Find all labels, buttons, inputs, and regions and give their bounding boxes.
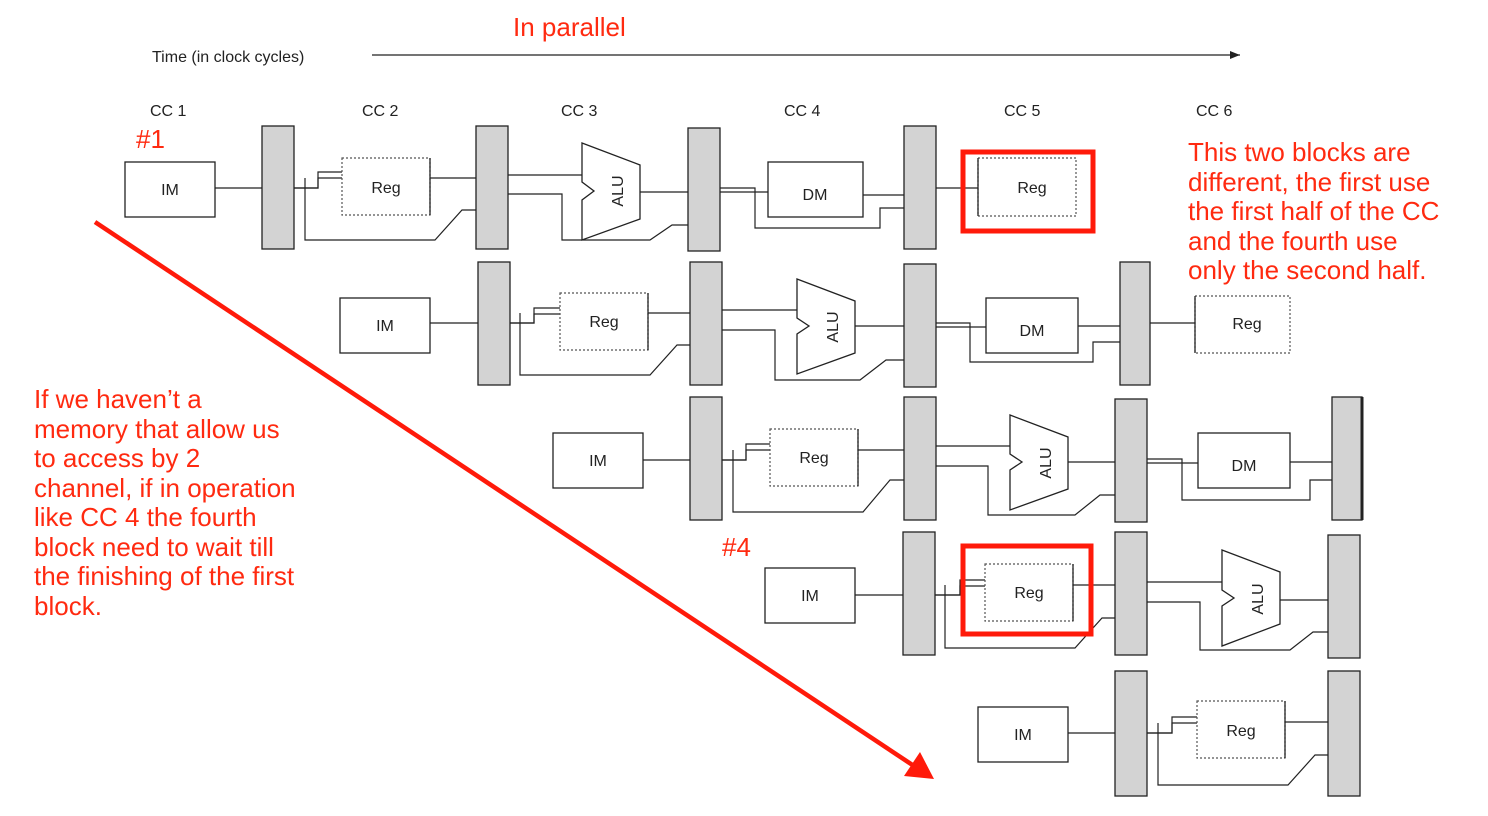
pipeline-register: [1114, 531, 1148, 656]
im-block: [552, 432, 644, 489]
cc-2-label: CC 2: [362, 103, 399, 120]
cc-3-label: CC 3: [561, 103, 598, 120]
highlight-box-fourth-reg: [960, 543, 1094, 637]
pipeline-register: [902, 531, 936, 656]
im-label: IM: [801, 588, 819, 605]
pipeline-register: [475, 125, 509, 250]
alu-block: [1221, 549, 1281, 647]
time-axis-label: Time (in clock cycles): [152, 49, 304, 66]
im-block: [124, 161, 216, 218]
alu-label: ALU: [825, 311, 842, 342]
note-left: If we haven’t a memory that allow us to …: [34, 384, 296, 621]
reg-block: [984, 563, 1074, 622]
reg-label: Reg: [1017, 180, 1046, 197]
pipeline-register: [1327, 534, 1361, 659]
im-label: IM: [589, 453, 607, 470]
im-label: IM: [376, 318, 394, 335]
im-label: IM: [161, 182, 179, 199]
marker-fourth: #4: [722, 532, 751, 562]
reg-label: Reg: [1226, 723, 1255, 740]
dm-label: DM: [1020, 323, 1045, 340]
pipeline-register: [687, 127, 721, 252]
pipeline-register: [689, 261, 723, 386]
pipeline-register: [903, 125, 937, 250]
pipeline-register: [903, 396, 937, 521]
pipeline-register: [1331, 396, 1363, 521]
pipeline-register: [477, 261, 511, 386]
instruction-row-4: IM Reg ALU: [764, 531, 1361, 659]
dm-label: DM: [803, 187, 828, 204]
cc-4-label: CC 4: [784, 103, 821, 120]
reg-block: [977, 157, 1077, 217]
alu-block: [1009, 414, 1069, 511]
diagonal-red-arrow: [93, 220, 934, 779]
reg-label: Reg: [1232, 316, 1261, 333]
cc-1-label: CC 1: [150, 103, 187, 120]
alu-block: [796, 278, 856, 375]
dm-block: [767, 161, 864, 218]
im-label: IM: [1014, 727, 1032, 744]
pipeline-register: [903, 263, 937, 388]
reg-block: [1196, 700, 1286, 759]
diagram-title: In parallel: [513, 12, 626, 42]
dm-block: [985, 297, 1079, 354]
alu-label: ALU: [610, 175, 627, 206]
alu-label: ALU: [1250, 583, 1267, 614]
instruction-row-2: IM Reg ALU DM Reg: [339, 261, 1291, 388]
cc-6-label: CC 6: [1196, 103, 1233, 120]
pipeline-register: [1327, 670, 1361, 797]
highlight-box-first-reg: [960, 149, 1096, 234]
marker-first: #1: [136, 124, 165, 154]
reg-label: Reg: [1014, 585, 1043, 602]
note-right: This two blocks are different, the first…: [1188, 137, 1440, 285]
cc-5-label: CC 5: [1004, 103, 1041, 120]
reg-label: Reg: [589, 314, 618, 331]
pipeline-register: [1114, 670, 1148, 797]
pipeline-register: [1114, 398, 1148, 523]
alu-label: ALU: [1038, 447, 1055, 478]
reg-label: Reg: [371, 180, 400, 197]
im-block: [339, 297, 431, 354]
pipeline-register: [1119, 261, 1151, 386]
dm-label: DM: [1232, 458, 1257, 475]
instruction-row-1: IM Reg ALU DM Reg: [124, 125, 1077, 252]
pipeline-register: [261, 125, 295, 250]
im-block: [977, 706, 1069, 763]
reg-block: [769, 428, 859, 487]
alu-block: [581, 142, 641, 241]
reg-label: Reg: [799, 450, 828, 467]
dm-block: [1197, 432, 1291, 489]
reg-block: [341, 157, 431, 216]
instruction-row-5: IM Reg: [977, 670, 1361, 797]
reg-block: [1194, 295, 1291, 354]
instruction-row-3: IM Reg ALU DM: [552, 396, 1364, 523]
im-block: [764, 567, 856, 624]
pipeline-register: [689, 396, 723, 521]
